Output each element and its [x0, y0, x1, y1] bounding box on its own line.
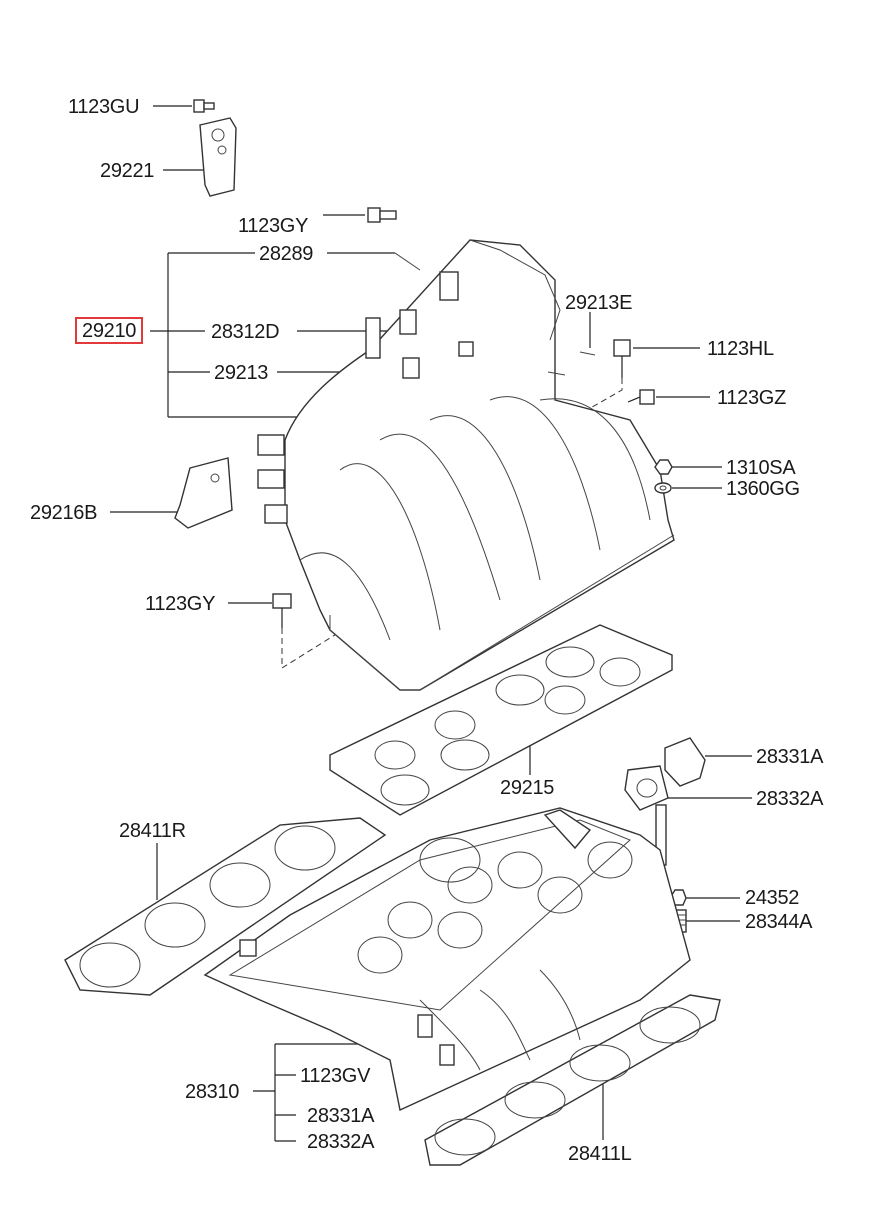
label-1123gz[interactable]: 1123GZ [717, 387, 786, 409]
label-29213e[interactable]: 29213E [565, 292, 633, 314]
bolt-1123hl-icon [613, 339, 631, 378]
upper-intake-manifold [257, 239, 675, 691]
label-1123gy-mid[interactable]: 1123GY [145, 593, 216, 615]
label-29221[interactable]: 29221 [100, 160, 155, 182]
label-28411l[interactable]: 28411L [568, 1143, 632, 1165]
label-28331a-right[interactable]: 28331A [756, 746, 824, 768]
gasket-28411l-icon [424, 994, 721, 1166]
label-1360gg[interactable]: 1360GG [726, 478, 800, 500]
label-28332a-bottom[interactable]: 28332A [307, 1131, 375, 1153]
label-28331a-bottom[interactable]: 28331A [307, 1105, 375, 1127]
label-1123gv[interactable]: 1123GV [300, 1065, 371, 1087]
label-29216b[interactable]: 29216B [30, 502, 98, 524]
label-1310sa[interactable]: 1310SA [726, 457, 796, 479]
label-1123hl[interactable]: 1123HL [707, 338, 774, 360]
label-1123gy-top[interactable]: 1123GY [238, 215, 309, 237]
bolt-1123gu-icon [193, 99, 215, 113]
label-28411r[interactable]: 28411R [119, 820, 186, 842]
gasket-28331a-icon [664, 737, 706, 787]
label-29210-highlighted[interactable]: 29210 [75, 317, 144, 344]
bracket-29216b-icon [174, 457, 233, 529]
label-28310[interactable]: 28310 [185, 1081, 240, 1103]
label-24352[interactable]: 24352 [745, 887, 800, 909]
bolt-1123gz-icon [627, 389, 655, 405]
label-28289[interactable]: 28289 [259, 243, 314, 265]
bolt-1123gy-mid-icon [272, 593, 292, 628]
leader-lines [110, 105, 752, 1142]
label-28312d[interactable]: 28312D [211, 321, 280, 343]
label-1123gu[interactable]: 1123GU [68, 96, 140, 118]
label-28332a-right[interactable]: 28332A [756, 788, 824, 810]
label-28344a[interactable]: 28344A [745, 911, 813, 933]
nut-1310sa-icon [654, 459, 673, 475]
label-29215[interactable]: 29215 [500, 777, 555, 799]
gasket-28411r-icon [64, 817, 387, 996]
label-29213[interactable]: 29213 [214, 362, 269, 384]
gasket-29215-icon [329, 624, 673, 816]
bolt-1123gy-top-icon [367, 207, 397, 223]
bracket-29221-icon [199, 117, 237, 197]
washer-1360gg-icon [654, 482, 672, 494]
lower-intake-manifold [203, 807, 691, 1112]
gasket-28332a-icon [624, 765, 669, 811]
